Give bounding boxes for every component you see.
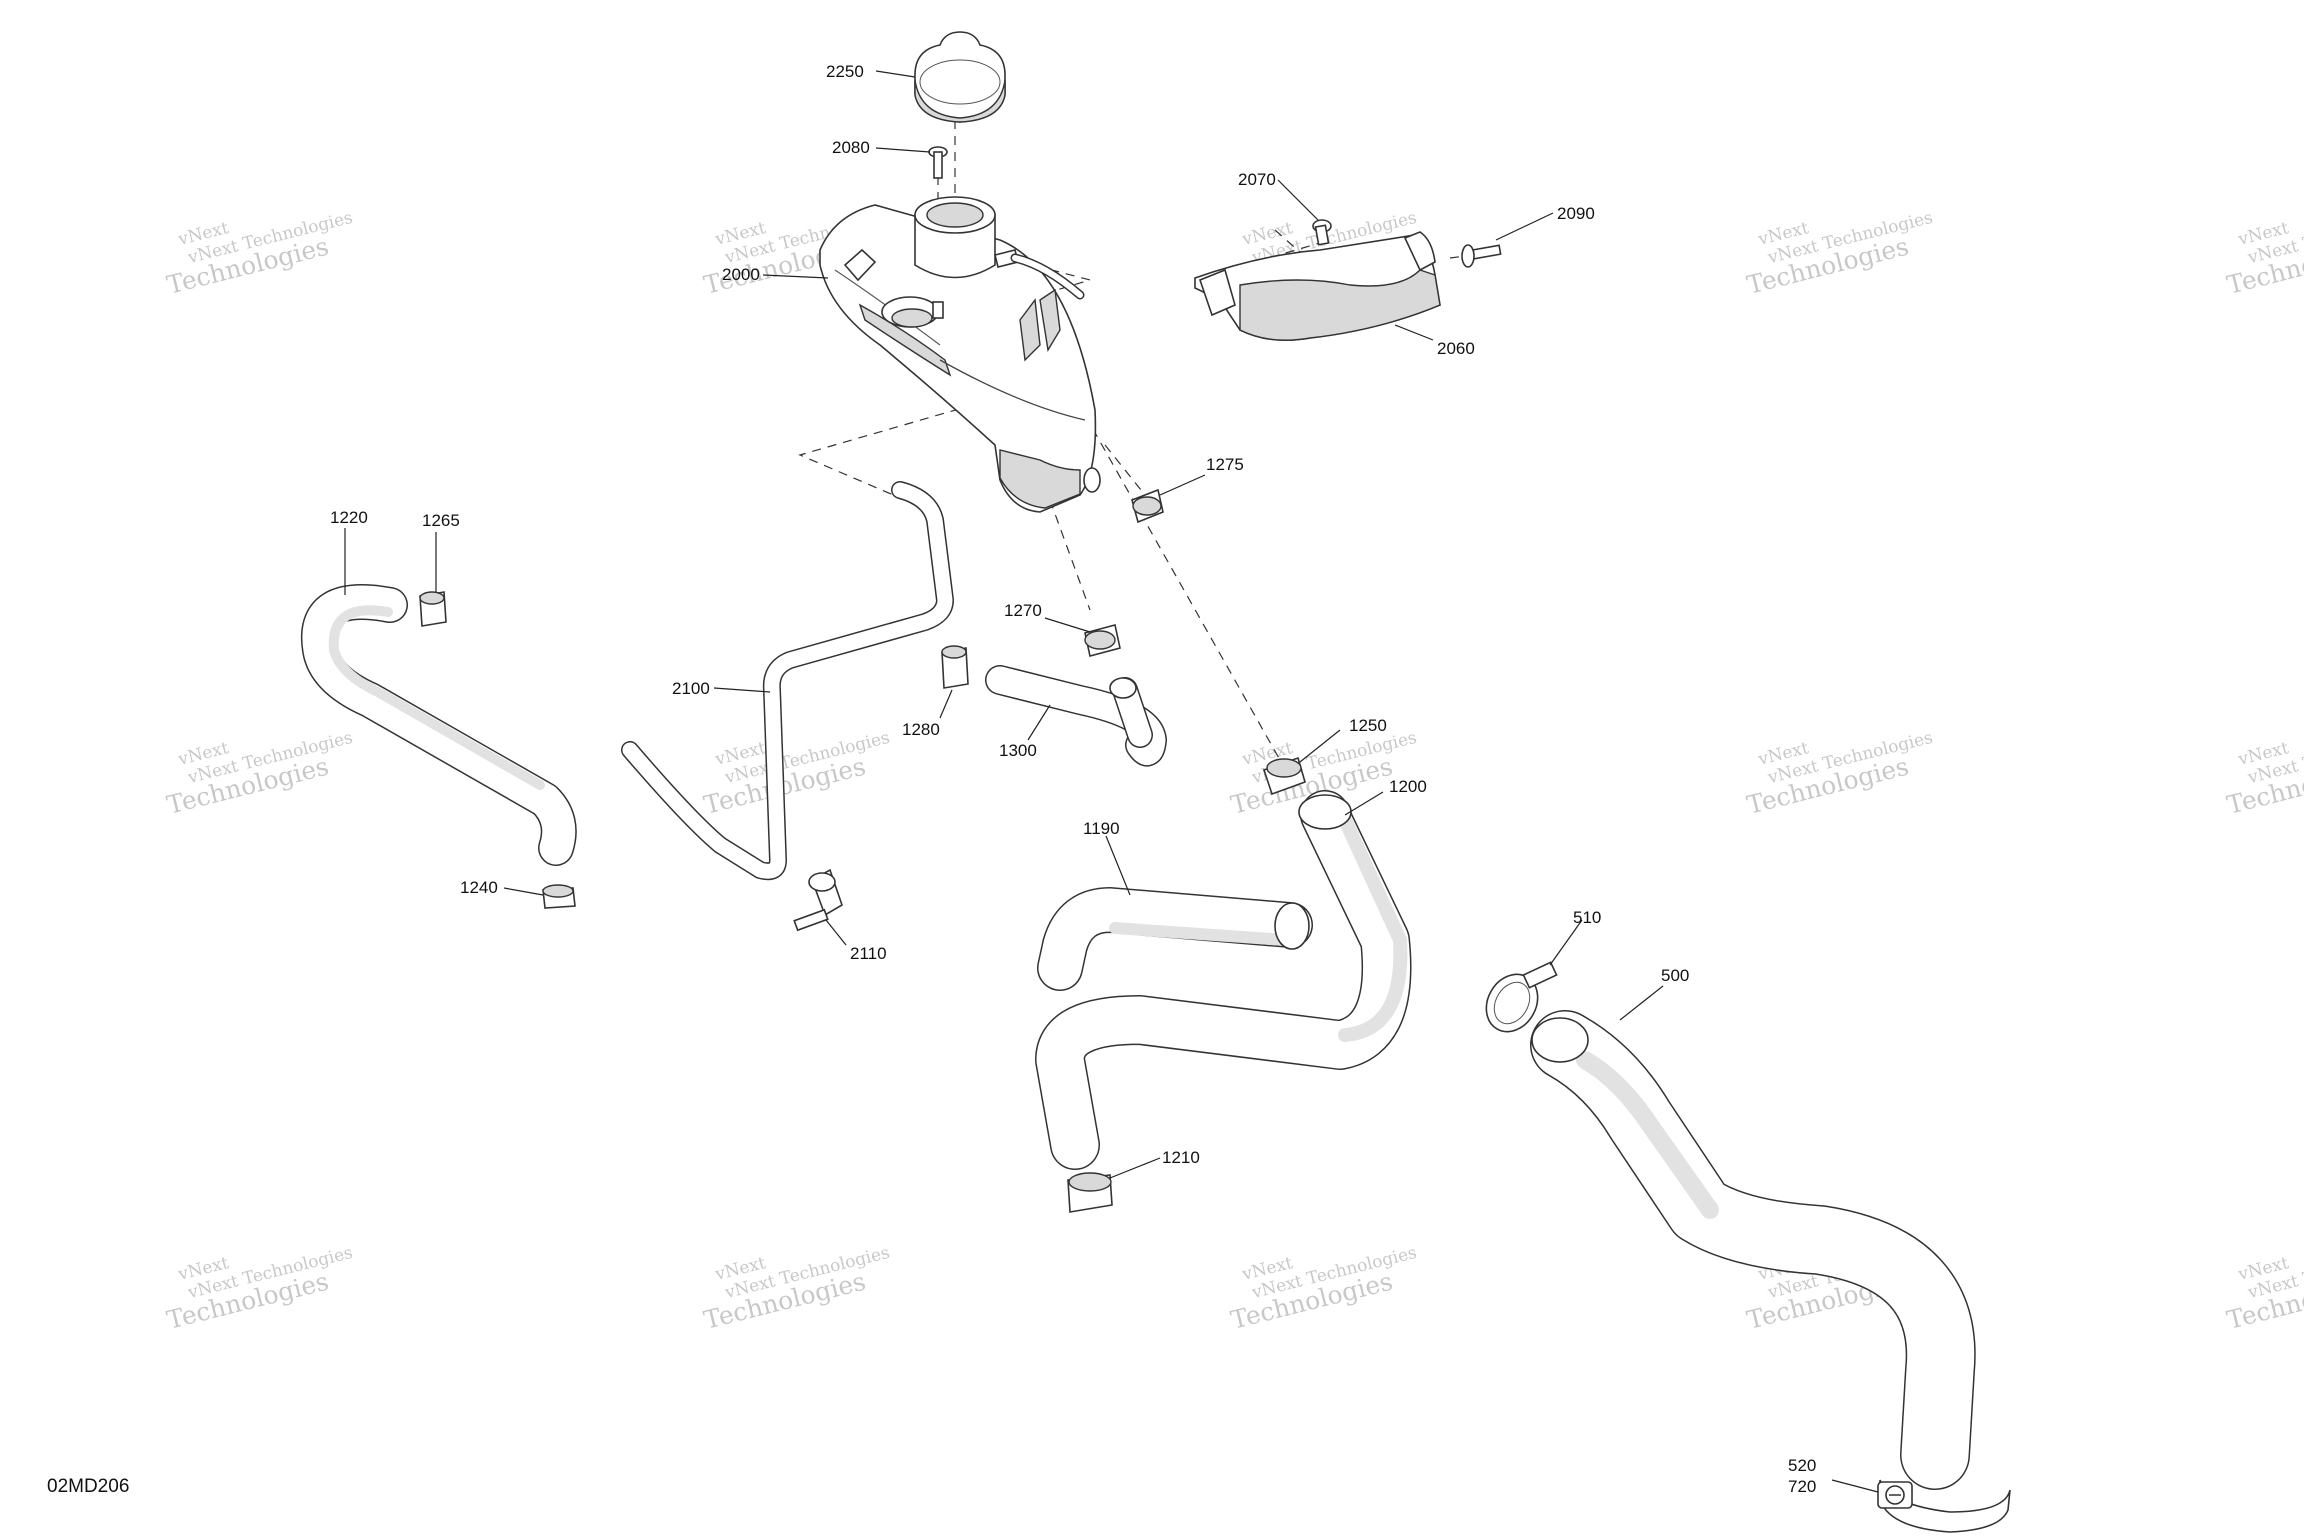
- clamp-1250: [1262, 756, 1306, 796]
- callout-500[interactable]: 500: [1661, 966, 1689, 985]
- callouts: 2250 2080 2070 2090 2000 2060 1275 1220 …: [330, 62, 1816, 1496]
- clamp-1240: [542, 884, 576, 909]
- callout-2100[interactable]: 2100: [672, 679, 710, 698]
- callout-1200[interactable]: 1200: [1389, 777, 1427, 796]
- diagram-code: 02MD206: [47, 1476, 129, 1497]
- callout-1240[interactable]: 1240: [460, 878, 498, 897]
- callout-720[interactable]: 720: [1788, 1477, 1816, 1496]
- watermark: vNext vNext Technologies Technologies: [164, 1243, 355, 1335]
- clamp-520-720: [1877, 1479, 2011, 1533]
- callout-2070[interactable]: 2070: [1238, 170, 1276, 189]
- reservoir-2000: [819, 196, 1101, 513]
- hose-1200: [1035, 790, 1412, 1170]
- hose-1300: [985, 665, 1167, 767]
- watermark: vNext vNext Technologies Technologies: [2224, 208, 2304, 300]
- callout-520[interactable]: 520: [1788, 1456, 1816, 1475]
- callout-2110[interactable]: 2110: [850, 944, 887, 963]
- callout-2080[interactable]: 2080: [832, 138, 870, 157]
- callout-1265[interactable]: 1265: [422, 511, 460, 530]
- callout-1220[interactable]: 1220: [330, 508, 368, 527]
- screw-2080: [928, 146, 948, 179]
- bracket-2060: [1194, 231, 1441, 342]
- hose-1190: [1037, 887, 1313, 991]
- hose-1220: [300, 584, 577, 866]
- callout-510[interactable]: 510: [1573, 908, 1601, 927]
- callout-2060[interactable]: 2060: [1437, 339, 1475, 358]
- watermark: vNext vNext Technologies Technologies: [2224, 728, 2304, 820]
- callout-1250[interactable]: 1250: [1349, 716, 1387, 735]
- watermark: vNext vNext Technologies Technologies: [701, 728, 892, 820]
- watermark: vNext vNext Technologies Technologies: [164, 208, 355, 300]
- hose-2100: [621, 481, 954, 881]
- callout-1270[interactable]: 1270: [1004, 601, 1042, 620]
- cap-2250: [914, 31, 1006, 123]
- callout-1210[interactable]: 1210: [1162, 1148, 1200, 1167]
- clamp-1275: [1131, 488, 1164, 524]
- clamp-1280: [941, 645, 969, 689]
- bolt-2090: [1461, 244, 1502, 268]
- watermark: vNext vNext Technologies Technologies: [2224, 1243, 2304, 1335]
- clamp-1270: [1084, 624, 1121, 657]
- callout-1280[interactable]: 1280: [902, 720, 940, 739]
- watermark: vNext vNext Technologies Technologies: [1744, 208, 1935, 300]
- callout-1300[interactable]: 1300: [999, 741, 1037, 760]
- hose-500: [1530, 1010, 1976, 1490]
- watermark: vNext vNext Technologies Technologies: [164, 728, 355, 820]
- callout-2090[interactable]: 2090: [1557, 204, 1595, 223]
- fitting-2110: [793, 868, 843, 932]
- callout-2250[interactable]: 2250: [826, 62, 864, 81]
- bolt-2070: [1312, 219, 1332, 246]
- callout-1275[interactable]: 1275: [1206, 455, 1244, 474]
- watermark: vNext vNext Technologies Technologies: [701, 1243, 892, 1335]
- clamp-1210: [1067, 1172, 1113, 1213]
- leader-lines: [344, 70, 1879, 1493]
- clamp-510: [1485, 961, 1558, 1033]
- callout-1190[interactable]: 1190: [1083, 819, 1120, 838]
- watermark: vNext vNext Technologies Technologies: [1744, 728, 1935, 820]
- callout-2000[interactable]: 2000: [722, 265, 760, 284]
- clamp-1265: [419, 591, 447, 627]
- watermark: vNext vNext Technologies Technologies: [1228, 1243, 1419, 1335]
